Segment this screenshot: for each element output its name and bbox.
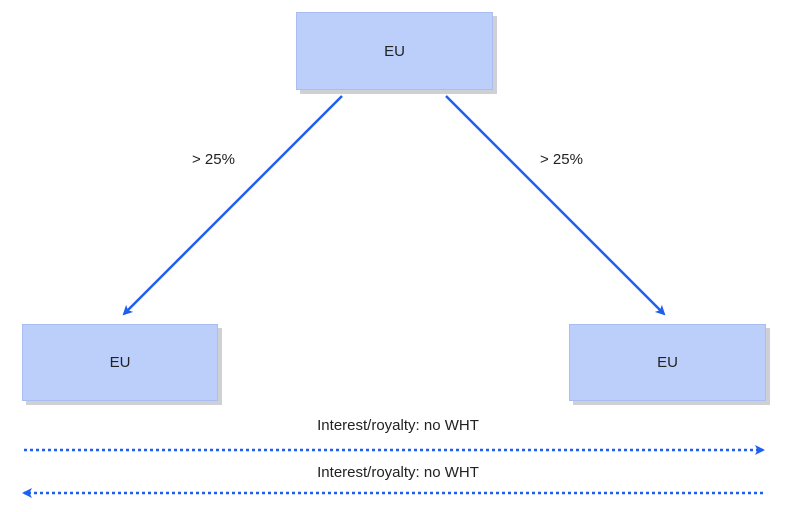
subsidiary-left-label: EU — [109, 354, 131, 371]
subsidiary-right-node: EU — [569, 324, 766, 401]
payment-flow-label-right: Interest/royalty: no WHT — [317, 417, 479, 434]
subsidiary-right-label: EU — [657, 354, 678, 371]
ownership-label-left: > 25% — [192, 151, 235, 168]
ownership-label-right: > 25% — [540, 151, 583, 168]
payment-flow-label-left: Interest/royalty: no WHT — [317, 464, 479, 481]
ownership-arrow-left — [122, 95, 343, 316]
subsidiary-left-node: EU — [22, 324, 218, 401]
ownership-arrow-right — [445, 95, 666, 316]
parent-node-label: EU — [384, 42, 405, 60]
parent-node: EU — [296, 12, 493, 90]
